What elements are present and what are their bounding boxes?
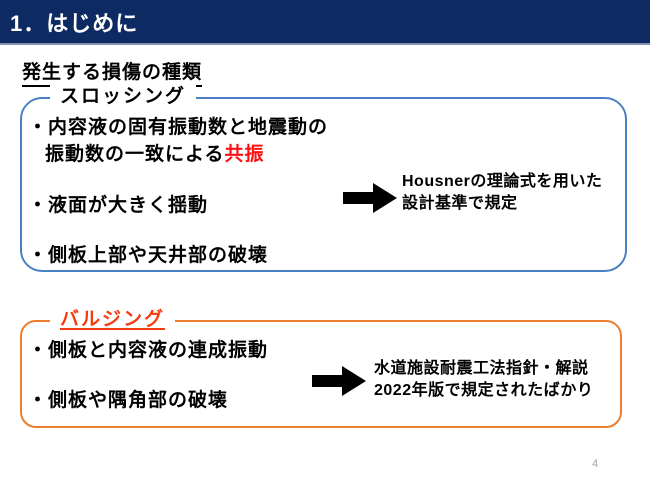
sloshing-bullet-resonance-highlight: 共振 bbox=[224, 144, 265, 165]
sloshing-bullet-resonance-line2-text: 振動数の一致による bbox=[45, 144, 225, 165]
page-number: 4 bbox=[592, 458, 599, 470]
sloshing-bullet-plate-failure: ・側板上部や天井部の破壊 bbox=[28, 245, 269, 266]
sloshing-note-line2: 設計基準で規定 bbox=[402, 195, 518, 212]
sloshing-arrow-icon bbox=[343, 183, 397, 213]
sloshing-bullet-resonance-line2: 振動数の一致による共振 bbox=[45, 142, 264, 168]
sloshing-box-label: スロッシング bbox=[50, 84, 197, 110]
slide-header-title: 1．はじめに bbox=[10, 10, 139, 36]
sloshing-note: Housnerの理論式を用いた 設計基準で規定 bbox=[402, 171, 602, 215]
bulging-note: 水道施設耐震工法指針・解説 2022年版で規定されたばかり bbox=[374, 358, 593, 402]
slide-header-bar: 1．はじめに bbox=[0, 0, 650, 45]
bulging-bullet-corner-failure: ・側板や隅角部の破壊 bbox=[28, 390, 229, 411]
sloshing-note-line1: Housnerの理論式を用いた bbox=[402, 173, 603, 190]
bulging-box-label: バルジング bbox=[50, 307, 176, 333]
sloshing-box: スロッシング ・内容液の固有振動数と地震動の 振動数の一致による共振 ・液面が大… bbox=[20, 84, 627, 272]
bulging-box: バルジング ・側板と内容液の連成振動 ・側板や隅角部の破壊 水道施設耐震工法指針… bbox=[20, 307, 622, 428]
sloshing-bullet-surface-sway: ・液面が大きく揺動 bbox=[28, 195, 209, 216]
bulging-bullet-coupled-vibration: ・側板と内容液の連成振動 bbox=[28, 340, 269, 361]
sloshing-bullet-resonance-line1: ・内容液の固有振動数と地震動の bbox=[28, 117, 329, 138]
bulging-note-line2: 2022年版で規定されたばかり bbox=[374, 382, 594, 399]
bulging-arrow-icon bbox=[312, 366, 366, 396]
bulging-note-line1: 水道施設耐震工法指針・解説 bbox=[374, 360, 589, 377]
section-title: 発生する損傷の種類 bbox=[22, 57, 203, 87]
